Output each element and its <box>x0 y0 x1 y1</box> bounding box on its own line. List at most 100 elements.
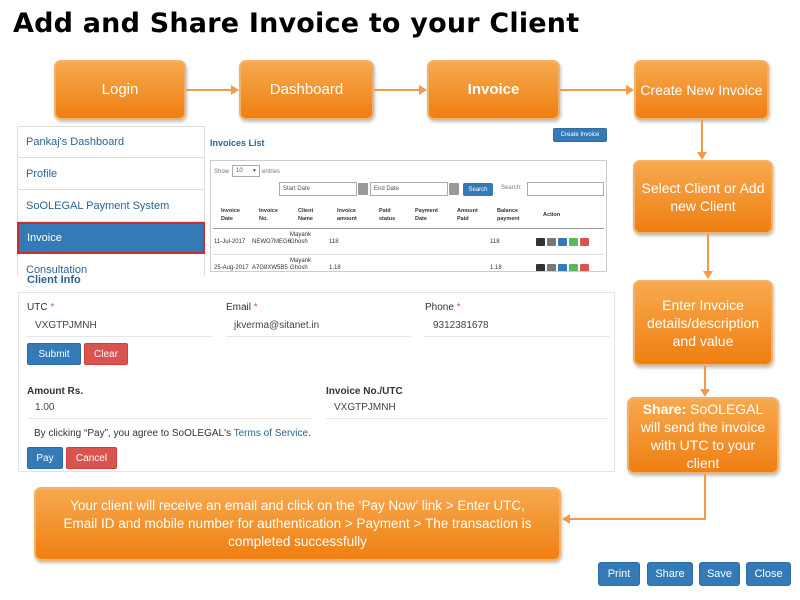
submit-button[interactable]: Submit <box>27 343 81 365</box>
invoice-no-field[interactable]: VXGTPJMNH <box>326 397 608 419</box>
invoices-panel: Show 10 ▼ entries Start Date End Date Se… <box>210 160 607 272</box>
arrow-login-dashboard <box>186 89 232 91</box>
email-value: jkverma@sitanet.in <box>234 320 320 331</box>
utc-value: VXGTPJMNH <box>35 320 97 331</box>
arrowhead-icon <box>703 271 713 279</box>
view-icon[interactable] <box>536 264 545 271</box>
flow-invoice: Invoice <box>427 60 560 120</box>
flow-client-email-text: Your client will receive an email and cl… <box>63 498 532 549</box>
cancel-button[interactable]: Cancel <box>66 447 117 469</box>
terms-of-service-link[interactable]: Terms of Service <box>233 428 309 439</box>
edit-icon[interactable] <box>558 264 567 271</box>
row-invoice-no: A7G8XW5B5 <box>252 265 288 271</box>
arrow-select-enter <box>707 234 709 272</box>
print-button[interactable]: Print <box>598 562 640 586</box>
email-label: Email * <box>226 302 258 313</box>
flow-share-rest: SoOLEGAL will send the invoice with UTC … <box>640 400 766 471</box>
edit-icon[interactable] <box>558 238 567 246</box>
entries-label: entries <box>262 169 281 175</box>
invoice-no-value: VXGTPJMNH <box>334 402 396 413</box>
sidebar: Pankaj's Dashboard Profile SoOLEGAL Paym… <box>17 126 205 276</box>
col-payment-date: Payment Date <box>415 208 438 222</box>
sidebar-item-profile[interactable]: Profile <box>17 158 205 190</box>
flow-client-email: Your client will receive an email and cl… <box>34 487 561 561</box>
search-button[interactable]: Search <box>463 183 493 196</box>
sidebar-item-payment-system[interactable]: SoOLEGAL Payment System <box>17 190 205 222</box>
row-date: 11-Jul-2017 <box>214 239 246 245</box>
required-mark: * <box>253 302 258 313</box>
header-divider <box>213 228 604 229</box>
required-mark: * <box>456 302 461 313</box>
row-balance: 118 <box>490 239 500 245</box>
col-invoice-date: Invoice Date <box>221 208 240 222</box>
required-mark: * <box>50 302 55 313</box>
flow-dashboard-label: Dashboard <box>269 81 344 98</box>
save-button[interactable]: Save <box>699 562 740 586</box>
arrowhead-icon <box>626 85 634 95</box>
amount-field[interactable]: 1.00 <box>27 397 312 419</box>
row-actions <box>536 238 589 246</box>
row-balance: 1.18 <box>490 265 502 271</box>
email-field[interactable]: jkverma@sitanet.in <box>226 315 411 337</box>
pay-button[interactable]: Pay <box>27 447 63 469</box>
arrow-dashboard-invoice <box>374 89 420 91</box>
flow-login-label: Login <box>101 81 139 98</box>
terms-prefix: By clicking “Pay”, you agree to SoOLEGAL… <box>34 428 234 439</box>
utc-label: UTC * <box>27 302 54 313</box>
flow-login: Login <box>54 60 186 120</box>
col-action: Action <box>543 212 561 218</box>
col-client-name: Client Name <box>298 208 314 222</box>
arrow-enter-share <box>704 366 706 390</box>
sidebar-item-consultation[interactable]: Consultation <box>17 254 205 276</box>
print-icon[interactable] <box>547 238 556 246</box>
share-button[interactable]: Share <box>647 562 693 586</box>
amount-value: 1.00 <box>35 402 55 413</box>
client-info-panel <box>18 292 615 472</box>
sidebar-item-dashboard[interactable]: Pankaj's Dashboard <box>17 126 205 158</box>
share-icon[interactable] <box>569 264 578 271</box>
arrow-share-down <box>704 474 706 519</box>
view-icon[interactable] <box>536 238 545 246</box>
client-info-title: Client Info <box>27 274 81 286</box>
row-amount: 118 <box>329 239 339 245</box>
phone-field[interactable]: 9312381678 <box>425 315 610 337</box>
calendar-icon[interactable] <box>449 183 459 195</box>
calendar-icon[interactable] <box>358 183 368 195</box>
delete-icon[interactable] <box>580 238 589 246</box>
share-icon[interactable] <box>569 238 578 246</box>
arrowhead-icon <box>700 389 710 397</box>
end-date-placeholder: End Date <box>374 186 400 192</box>
col-amount-paid: Amount Paid <box>457 208 478 222</box>
flow-enter-details: Enter Invoice details/description and va… <box>633 280 773 366</box>
flow-enter-label: Enter Invoice details/description and va… <box>646 297 760 349</box>
col-invoice-no: Invoice No. <box>259 208 278 222</box>
search-input[interactable] <box>527 182 604 196</box>
create-invoice-button[interactable]: Create Invoice <box>553 128 607 142</box>
delete-icon[interactable] <box>580 264 589 271</box>
flow-select-label: Select Client or Add new Client <box>641 180 765 214</box>
entries-select[interactable]: 10 ▼ <box>232 165 260 177</box>
end-date-input[interactable]: End Date <box>370 182 448 196</box>
flow-share-text: Share: SoOLEGAL will send the invoice wi… <box>633 400 773 472</box>
flow-dashboard: Dashboard <box>239 60 374 120</box>
arrow-create-select <box>701 120 703 154</box>
terms-suffix: . <box>308 428 311 439</box>
close-button[interactable]: Close <box>746 562 791 586</box>
flow-select-client: Select Client or Add new Client <box>633 160 773 234</box>
print-icon[interactable] <box>547 264 556 271</box>
sidebar-item-invoice[interactable]: Invoice <box>17 222 205 254</box>
flow-create-invoice: Create New Invoice <box>634 60 769 120</box>
col-invoice-amount: Invoice amount <box>337 208 357 222</box>
arrowhead-icon <box>697 152 707 160</box>
utc-field[interactable]: VXGTPJMNH <box>27 315 212 337</box>
clear-button[interactable]: Clear <box>84 343 128 365</box>
search-label: Search: <box>501 185 522 191</box>
arrow-invoice-create <box>560 89 627 91</box>
start-date-input[interactable]: Start Date <box>279 182 357 196</box>
arrowhead-icon <box>231 85 239 95</box>
row-actions <box>536 264 589 271</box>
flow-create-label: Create New Invoice <box>640 82 763 98</box>
row-date: 25-Aug-2017 <box>214 265 249 271</box>
page-title: Add and Share Invoice to your Client <box>13 8 580 39</box>
invoices-list-title: Invoices List <box>210 138 265 148</box>
